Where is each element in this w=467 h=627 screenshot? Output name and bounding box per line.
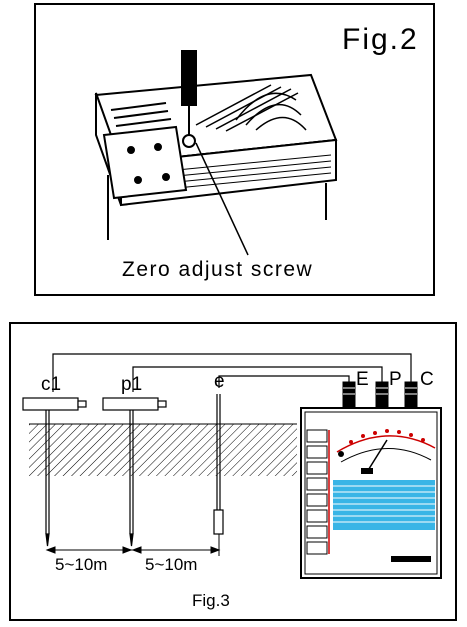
fig3-panel: c1 p1 e E P C 5~10m 5~10m Fig.3 [9,322,457,621]
terminals [343,382,417,408]
wire-e-to-E [219,376,349,388]
dim-arrow [123,547,131,553]
distance-label-2: 5~10m [145,556,197,573]
probe-label-p1: p1 [121,375,142,394]
ground-hatching [29,424,297,476]
dim-arrow [47,547,55,553]
zero-adjust-label: Zero adjust screw [122,259,313,280]
tester-instrument [301,382,441,578]
probe-label-c1: c1 [41,375,61,394]
distance-label-1: 5~10m [55,556,107,573]
terminal-label-E: E [356,370,369,389]
probe-label-e: e [214,372,225,391]
terminal-label-P: P [389,370,402,389]
dim-arrow [211,547,219,553]
model-plate [391,556,431,562]
dim-arrow [133,547,141,553]
fig2-title: Fig.2 [342,25,419,55]
terminal-label-C: C [420,370,434,389]
display-band [333,480,435,530]
fig3-title: Fig.3 [192,592,230,609]
fig2-panel: Fig.2 Zero adjust screw [34,3,435,296]
